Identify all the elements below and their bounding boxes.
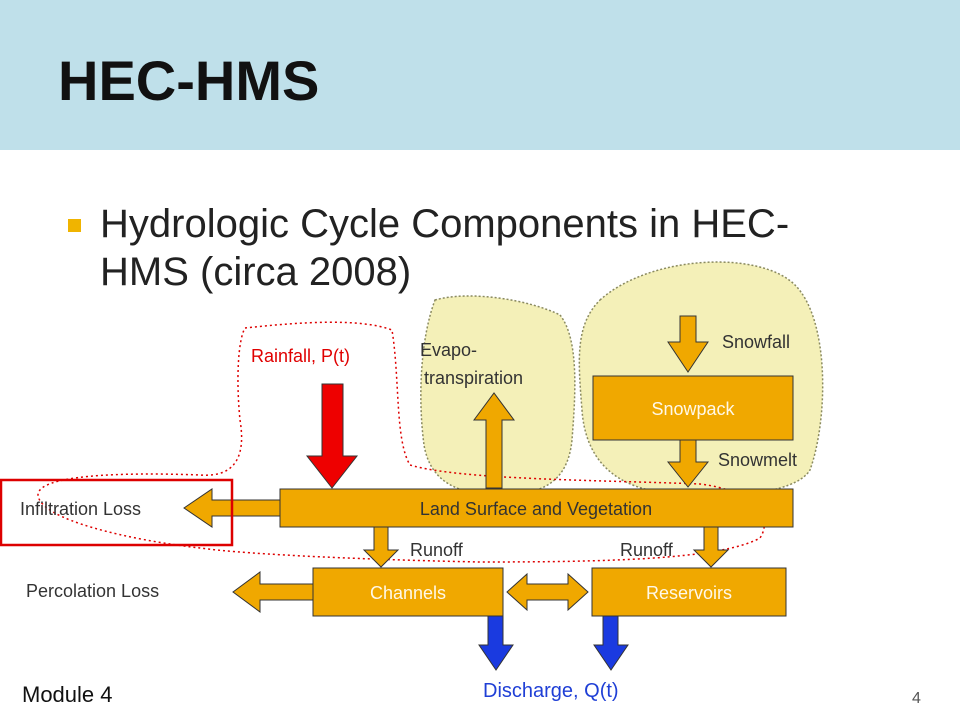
snowmelt-label: Snowmelt bbox=[718, 450, 797, 470]
slide-title: HEC-HMS bbox=[58, 49, 320, 112]
percolation-label: Percolation Loss bbox=[26, 581, 159, 601]
runoff-label-right: Runoff bbox=[620, 540, 674, 560]
discharge-arrow-right bbox=[593, 615, 629, 671]
rainfall-arrow bbox=[305, 383, 359, 489]
snowpack-box bbox=[592, 375, 794, 441]
runoff-arrow-right bbox=[692, 526, 730, 568]
evapotranspiration-arrow bbox=[473, 392, 515, 489]
reservoirs-label: Reservoirs bbox=[646, 583, 732, 603]
channels-box bbox=[312, 567, 504, 617]
channels-label: Channels bbox=[370, 583, 446, 603]
land-surface-label: Land Surface and Vegetation bbox=[420, 499, 652, 519]
infiltration-label: Infiltration Loss bbox=[20, 499, 141, 519]
runoff-arrow-left bbox=[362, 526, 400, 568]
surface-process-outline bbox=[37, 321, 766, 563]
snowpack-label: Snowpack bbox=[651, 399, 735, 419]
evapotranspiration-label-2: transpiration bbox=[424, 368, 523, 388]
discharge-label: Discharge, Q(t) bbox=[483, 680, 619, 702]
bullet-marker bbox=[68, 219, 81, 232]
exchange-arrow bbox=[506, 572, 589, 612]
snowfall-arrow bbox=[667, 315, 709, 373]
snowfall-label: Snowfall bbox=[722, 332, 790, 352]
snowmelt-arrow bbox=[666, 439, 710, 488]
footer-module: Module 4 bbox=[22, 682, 113, 707]
bullet-text: Hydrologic Cycle Components in HEC-HMS (… bbox=[100, 202, 790, 294]
evapotranspiration-label-1: Evapo- bbox=[420, 340, 477, 360]
reservoirs-box bbox=[591, 567, 787, 617]
header-band bbox=[0, 0, 960, 150]
rainfall-label: Rainfall, P(t) bbox=[251, 346, 350, 366]
infiltration-highlight bbox=[0, 478, 234, 547]
percolation-arrow bbox=[232, 571, 314, 613]
discharge-arrow-left bbox=[478, 615, 514, 671]
runoff-label-left: Runoff bbox=[410, 540, 464, 560]
evapotranspiration-bubble bbox=[420, 295, 576, 496]
page-number: 4 bbox=[912, 690, 921, 707]
